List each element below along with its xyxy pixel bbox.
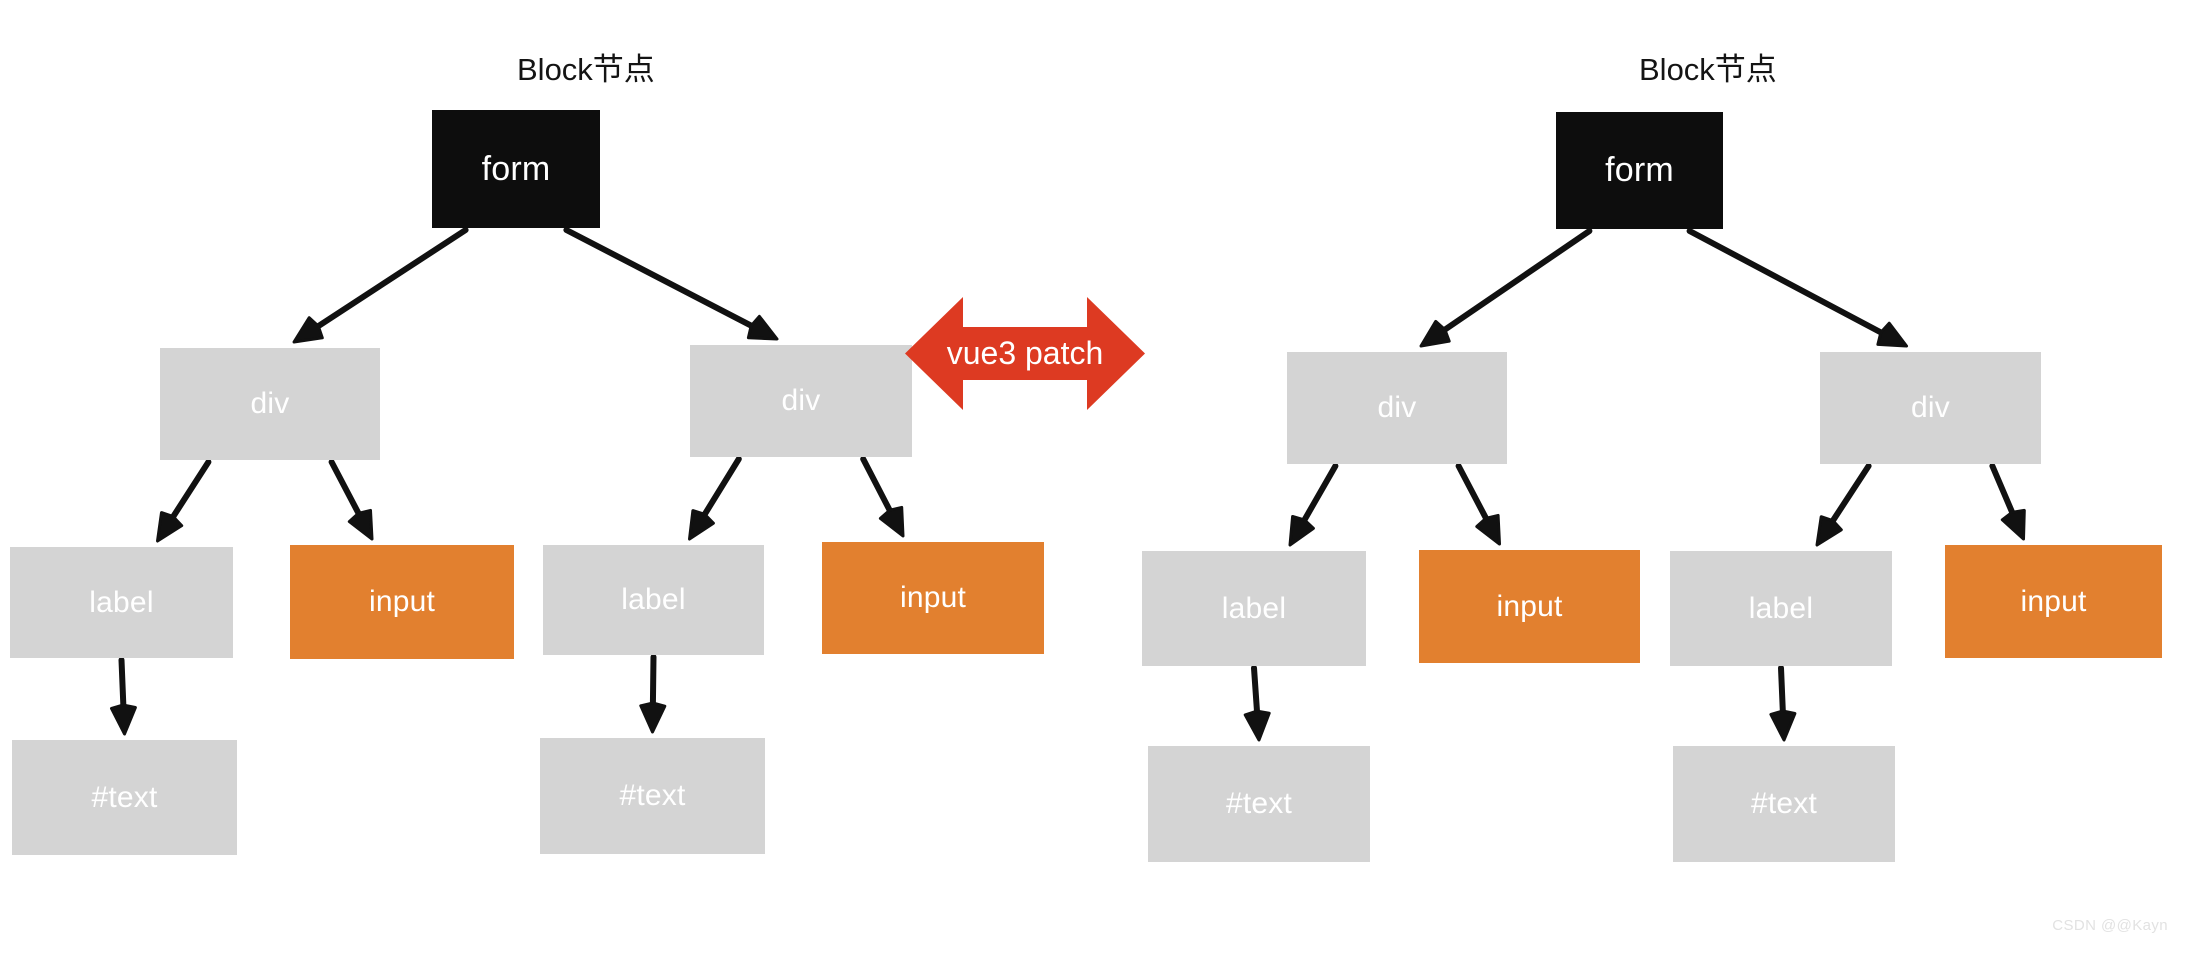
left-tree-caption: Block节点 (517, 52, 655, 87)
left-branch-1-root-edge (292, 227, 469, 344)
right-branch-1-child-input[interactable]: input (1419, 550, 1640, 663)
right-branch-2-text-node-label: #text (1750, 787, 1818, 820)
right-branch-1-child-label-label: label (1221, 591, 1287, 625)
left-branch-1-child-label-label: label (89, 585, 154, 619)
left-branch-2-div-label: div (781, 384, 821, 417)
left-branch-1-div-label: div (250, 387, 290, 420)
right-tree-root-form-label: form (1605, 151, 1674, 189)
right-branch-1-text-edge (1243, 665, 1271, 742)
right-branch-1-text-node-label: #text (1225, 787, 1293, 820)
left-branch-1-child-edge-1 (328, 459, 374, 541)
right-branch-2-child-input[interactable]: input (1945, 545, 2162, 658)
left-branch-1-child-edge-0 (156, 459, 212, 543)
right-branch-1-div-label: div (1377, 391, 1417, 424)
left-branch-1-child-input[interactable]: input (290, 545, 514, 659)
right-branch-2-child-edge-0 (1815, 463, 1872, 547)
right-branch-1-child-label[interactable]: label (1142, 551, 1366, 666)
left-branch-1-div[interactable]: div (160, 348, 380, 460)
left-branch-2-child-edge-0 (688, 456, 742, 541)
watermark: CSDN @@Kayn (2052, 917, 2168, 934)
left-branch-2-child-label-label: label (621, 583, 686, 616)
left-branch-1-child-label[interactable]: label (10, 547, 233, 658)
left-branch-1-text-node[interactable]: #text (12, 740, 237, 855)
right-branch-2-child-label[interactable]: label (1670, 551, 1892, 666)
right-branch-2-child-input-label: input (2020, 584, 2087, 618)
left-branch-1-text-edge (110, 657, 137, 736)
left-branch-2-child-input-label: input (899, 581, 967, 614)
right-branch-2-child-label-label: label (1748, 591, 1814, 625)
left-branch-2-text-node-label: #text (619, 779, 686, 812)
right-branch-1-child-edge-0 (1288, 463, 1339, 547)
right-branch-2-div-label: div (1911, 391, 1950, 424)
left-branch-2-child-label[interactable]: label (543, 545, 764, 655)
right-branch-1-child-edge-1 (1455, 463, 1501, 546)
left-branch-2-text-edge (639, 654, 667, 734)
left-tree-root-form[interactable]: form (432, 110, 600, 228)
right-branch-2-text-node[interactable]: #text (1673, 746, 1895, 862)
vue3-patch-arrow-icon (905, 291, 1145, 416)
left-branch-1-text-node-label: #text (91, 780, 158, 814)
left-branch-2-root-edge (563, 227, 779, 341)
left-branch-2-child-input[interactable]: input (822, 542, 1044, 654)
right-branch-1-root-edge (1419, 228, 1593, 348)
right-branch-1-div[interactable]: div (1287, 352, 1507, 464)
right-branch-2-text-edge (1769, 665, 1797, 742)
left-branch-1-child-input-label: input (368, 585, 436, 618)
left-branch-2-child-edge-1 (860, 456, 905, 538)
right-tree-caption: Block节点 (1639, 52, 1777, 87)
left-tree-root-form-label: form (481, 149, 551, 188)
right-branch-2-root-edge (1686, 228, 1908, 348)
left-branch-2-div[interactable]: div (690, 345, 912, 457)
right-branch-2-child-edge-1 (1989, 463, 2026, 541)
left-branch-2-text-node[interactable]: #text (540, 738, 765, 854)
right-tree-root-form[interactable]: form (1556, 112, 1723, 229)
right-branch-2-div[interactable]: div (1820, 352, 2041, 464)
right-branch-1-child-input-label: input (1496, 589, 1563, 623)
right-branch-1-text-node[interactable]: #text (1148, 746, 1370, 862)
